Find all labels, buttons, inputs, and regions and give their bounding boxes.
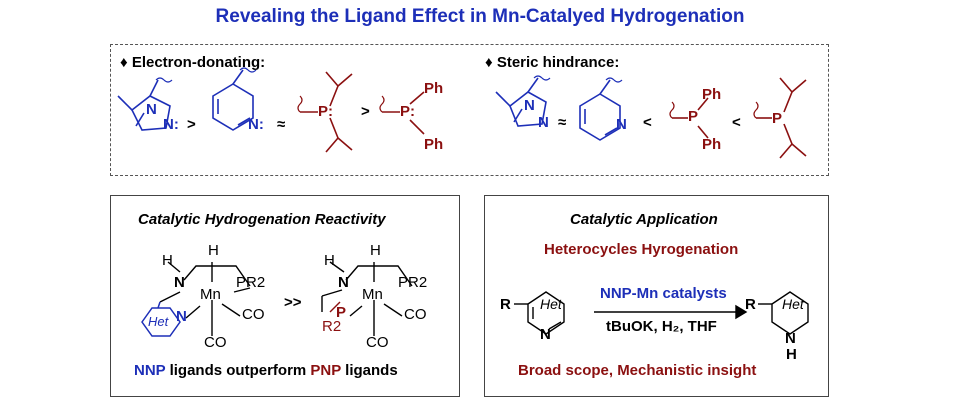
caption-middle: ligands outperform xyxy=(165,362,311,379)
application-footer: Broad scope, Mechanistic insight xyxy=(518,362,757,379)
amine-n: N xyxy=(174,274,185,291)
pr2-label: PR2 xyxy=(236,274,266,291)
compare-symbol: > xyxy=(361,103,370,120)
compare-symbol: < xyxy=(643,114,652,131)
application-panel xyxy=(484,195,829,397)
caption-end: ligands xyxy=(341,362,398,379)
r-substituent: R xyxy=(500,296,511,313)
atom-p: P xyxy=(772,110,783,127)
electron-donating-label: Electron-donating: xyxy=(131,54,266,71)
steric-hindrance-heading: ♦ Steric hindrance: xyxy=(485,54,619,71)
r-substituent: R xyxy=(745,296,756,313)
application-heading: Catalytic Application xyxy=(570,211,718,228)
atom-n: N xyxy=(163,116,174,133)
reactivity-caption: NNP ligands outperform PNP ligands xyxy=(134,362,398,379)
pr2-label: PR2 xyxy=(398,274,428,291)
application-subheading: Heterocycles Hyrogenation xyxy=(544,241,739,258)
compare-symbol: > xyxy=(187,116,196,133)
ring-nh-h: H xyxy=(786,346,797,363)
reactivity-heading: Catalytic Hydrogenation Reactivity xyxy=(138,211,386,228)
atom-p: P xyxy=(688,108,699,125)
phenyl-label: Ph xyxy=(702,86,722,103)
atom-p: P xyxy=(400,103,411,120)
compare-symbol: ≈ xyxy=(558,114,567,131)
hydride-label: H xyxy=(208,242,219,259)
outperforms-symbol: >> xyxy=(284,294,302,311)
het-text: Het xyxy=(540,296,562,312)
lone-pair: : xyxy=(173,116,179,133)
phenyl-label: Ph xyxy=(424,136,444,153)
electron-donating-heading: ♦ Electron-donating: xyxy=(120,54,265,71)
atom-n: N xyxy=(524,97,535,114)
r2-label: R2 xyxy=(322,318,342,335)
mn-label: Mn xyxy=(362,286,383,303)
het-label: Het xyxy=(540,296,562,312)
ring-nh: N xyxy=(785,330,796,347)
nnp-text: NNP xyxy=(134,362,166,379)
phenyl-label: Ph xyxy=(424,80,444,97)
bullet-icon: ♦ xyxy=(120,54,128,71)
steric-hindrance-label: Steric hindrance: xyxy=(496,54,620,71)
co-label: CO xyxy=(366,334,389,351)
bullet-icon: ♦ xyxy=(485,54,493,71)
het-label: Het xyxy=(782,296,804,312)
nh-label: H xyxy=(162,252,173,269)
ring-n: N xyxy=(540,326,551,343)
mn-label: Mn xyxy=(200,286,221,303)
co-label: CO xyxy=(242,306,265,323)
atom-n: N xyxy=(538,114,549,131)
pnp-text: PNP xyxy=(310,362,341,379)
phenyl-label: Ph xyxy=(702,136,722,153)
atom-n: N xyxy=(146,101,157,118)
pyridine-n: N xyxy=(176,308,187,325)
compare-symbol: ≈ xyxy=(277,116,286,133)
amine-n: N xyxy=(338,274,349,291)
ligand-effect-box xyxy=(110,44,829,176)
het-label: Het xyxy=(148,314,169,329)
compare-symbol: < xyxy=(732,114,741,131)
catalyst-label: NNP-Mn catalysts xyxy=(600,285,727,302)
atom-n: N xyxy=(248,116,259,133)
reactivity-panel xyxy=(110,195,460,397)
co-label: CO xyxy=(404,306,427,323)
atom-n: N xyxy=(616,116,627,133)
nh-label: H xyxy=(324,252,335,269)
conditions-label: tBuOK, H₂, THF xyxy=(606,318,717,335)
hydride-label: H xyxy=(370,242,381,259)
lone-pair: : xyxy=(410,103,416,120)
figure-title: Revealing the Ligand Effect in Mn-Cataly… xyxy=(215,6,745,27)
red-p-label: P xyxy=(336,304,347,321)
atom-p: P xyxy=(318,103,329,120)
lone-pair: : xyxy=(258,116,264,133)
lone-pair: : xyxy=(328,103,334,120)
het-text: Het xyxy=(782,296,804,312)
co-label: CO xyxy=(204,334,227,351)
